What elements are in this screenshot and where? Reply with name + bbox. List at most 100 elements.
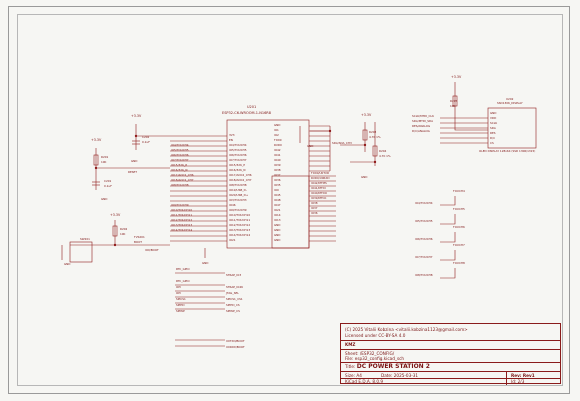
net-label: IO12/TOUCH12 xyxy=(171,218,193,222)
res-r203-value: 4.7K 1% xyxy=(369,135,381,139)
gnd-label: GND xyxy=(101,197,108,201)
module-pin-label: IO6/TOUCH6 xyxy=(229,153,247,157)
module-pin-label: IO4/TOUCH4 xyxy=(229,143,247,147)
module-pin-label: RXD0 xyxy=(274,143,282,147)
net-label: IO14/TOUCH14 xyxy=(171,228,193,232)
net-label: IO7/TOUCH7 xyxy=(171,158,189,162)
net-label: IO37 xyxy=(311,206,318,210)
bottom-label: OPI xyxy=(176,291,181,295)
gnd-label: GND xyxy=(64,262,71,266)
module-pin-label: IO35 xyxy=(274,183,281,187)
sheet-border-outer xyxy=(8,6,570,394)
touch-net: IO5/TOUCH5 xyxy=(415,219,433,223)
bottom-net: U0RXD/BOOT xyxy=(226,345,245,349)
id-text: Id: 2/3 xyxy=(511,379,525,384)
date-text: Date: 2025-03-31 xyxy=(381,373,419,378)
net-label: SCLK/MTDI_CLK xyxy=(412,114,434,118)
module-pin-label: IO16/32K_N xyxy=(229,168,246,172)
esp32-module-inner xyxy=(271,175,310,249)
module-pin-label: GND xyxy=(274,123,281,127)
net-label: IO40/MTDO xyxy=(311,191,328,195)
bottom-net: SPIWP_CS xyxy=(226,309,240,313)
r205-symbol xyxy=(452,95,458,107)
module-pin-label: TXD0 xyxy=(274,138,282,142)
res-r205-ref: R205 xyxy=(450,99,458,103)
touch-label: TOUCH6 xyxy=(453,225,465,229)
tvs-ref: TVS201 xyxy=(134,235,145,239)
res-r203-ref: R203 xyxy=(369,130,377,134)
module-pin-label: GND xyxy=(274,228,281,232)
license-text: Licensed under CC-BY-SA 4.0 xyxy=(345,333,406,338)
net-label: IO4/TOUCH4 xyxy=(171,143,189,147)
touch-net: IO7/TOUCH7 xyxy=(415,255,433,259)
module-pin-label: 3V3 xyxy=(229,133,235,137)
display-part: SSD1306_DISPLAY xyxy=(497,101,523,105)
touch-label: TOUCH4 xyxy=(453,189,465,193)
res-r204-ref: R204 xyxy=(379,149,387,153)
module-pin-label: IO38 xyxy=(274,168,281,172)
module-pin-label: IO42 xyxy=(274,148,281,152)
net-label: IO36 xyxy=(311,211,318,215)
net-label: IO42/MTMS xyxy=(311,181,327,185)
net-label: TXD0/U0TXD xyxy=(311,171,330,175)
cap-c202-ref: C202 xyxy=(142,135,150,139)
net-label: IO38 xyxy=(311,201,318,205)
net-label: IO18/ADC2_CH7 xyxy=(171,178,194,182)
net-sda: SDA/SDA_CH3 xyxy=(332,141,352,145)
bottom-label: SPIWP xyxy=(176,309,185,313)
res-r201-ref: R201 xyxy=(101,155,109,159)
net-label: IO41/MTDI xyxy=(311,186,326,190)
switch-ref: SW201 xyxy=(80,237,90,241)
bottom-label: SPICS1 xyxy=(176,297,186,301)
module-pin-label: IO48 xyxy=(274,198,281,202)
net-label: IO13/TOUCH13 xyxy=(171,223,193,227)
title-text: DC POWER STATION 2 xyxy=(356,363,430,370)
module-pin-label: IO13 xyxy=(274,218,281,222)
cap-c202-symbol xyxy=(132,140,140,145)
r202-symbol xyxy=(112,225,118,237)
module-pin-label: GND xyxy=(274,233,281,237)
tool-text: KiCad E.D.A. 8.0.9 xyxy=(345,379,384,384)
bottom-label: OPI xyxy=(176,285,181,289)
gnd-label: GND xyxy=(131,159,138,163)
net-label: IO17/ADC2_CH6 xyxy=(171,173,194,177)
res-r205-value: 10K xyxy=(450,104,456,108)
display-pin-label: SCLK xyxy=(490,121,498,125)
net-label: IO10/TOUCH10 xyxy=(171,208,193,212)
bottom-net: SPIHD_CS xyxy=(226,303,240,307)
title-prefix: Title: xyxy=(345,364,356,369)
display-wires xyxy=(440,82,488,144)
module-pin-label: IO19/USB_D- xyxy=(229,188,247,192)
module-pin-label: IO46 xyxy=(229,203,236,207)
bottom-label: SPIHD xyxy=(176,303,185,307)
module-pin-label: IO8/TOUCH8 xyxy=(229,183,247,187)
module-pin-label: IO0 xyxy=(274,188,279,192)
module-pin-label: EN xyxy=(229,138,233,142)
power-label-3v3: +3.3V xyxy=(131,114,142,118)
net-label: IO8/TOUCH8 xyxy=(171,183,189,187)
touch-label: TOUCH7 xyxy=(453,243,465,247)
bottom-label: RTC_GPIO xyxy=(176,279,190,283)
r204-symbol xyxy=(372,145,378,157)
cap-c201-value: 0.1uF xyxy=(104,184,112,188)
module-pin-label: IO39 xyxy=(274,163,281,167)
junction-dots xyxy=(94,129,377,247)
sheet-text: Sheet: /ESP32_CONFIG/ xyxy=(345,351,395,356)
module-pin-label: IO37 xyxy=(274,173,281,177)
net-label: RXD0/U0RXD xyxy=(311,176,330,180)
bottom-label: RTC_GPIO xyxy=(176,267,190,271)
power-label-3v3: +3.3V xyxy=(451,75,462,79)
bottom-net: JTAG_SEL xyxy=(226,291,239,295)
display-pin-label: SDA xyxy=(490,126,496,130)
touch-net: IO6/TOUCH6 xyxy=(415,237,433,241)
power-label-3v3: +3.3V xyxy=(361,113,372,117)
module-pin-label: IO7/TOUCH7 xyxy=(229,158,247,162)
module-pin-label: IO45 xyxy=(274,193,281,197)
company-text: KMZ xyxy=(345,342,356,347)
res-r204-value: 4.7K 1% xyxy=(379,154,391,158)
title-row: Title: DC POWER STATION 2 xyxy=(345,363,430,370)
touch-net: IO8/TOUCH8 xyxy=(415,273,433,277)
module-pin-label: IO40 xyxy=(274,158,281,162)
r201-symbol xyxy=(93,154,99,166)
